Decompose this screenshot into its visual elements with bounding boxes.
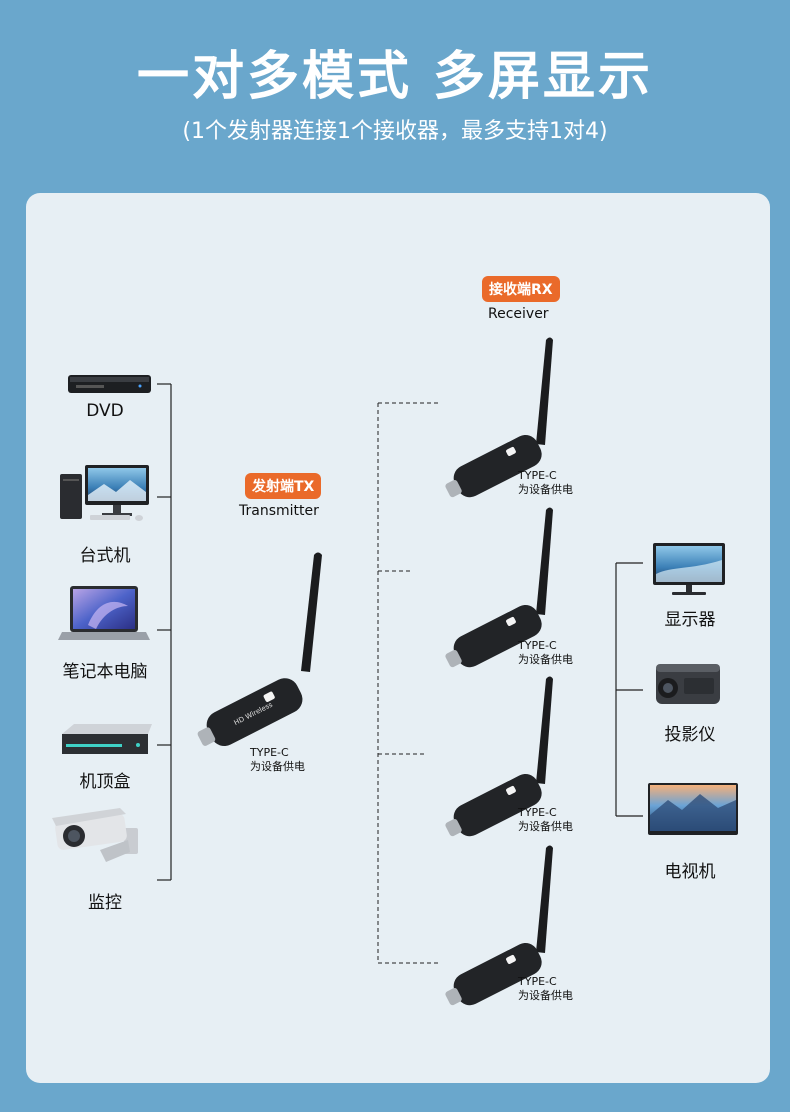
set-top-box-icon — [62, 724, 152, 754]
rx-note-3-line1: TYPE-C — [518, 806, 557, 819]
receiver-device-3 — [445, 676, 553, 837]
transmitter-device: HD Wireless — [197, 552, 322, 747]
rx-note-4-line1: TYPE-C — [518, 975, 557, 988]
page-title: 一对多模式 多屏显示 — [136, 47, 654, 107]
desktop-computer-icon — [60, 465, 149, 521]
source-label-laptop: 笔记本电脑 — [62, 662, 148, 682]
rx-dashed-lines — [377, 402, 441, 964]
source-label-dvd: DVD — [86, 401, 124, 421]
source-label-desktop: 台式机 — [79, 546, 131, 566]
rx-note-4-line2: 为设备供电 — [518, 989, 573, 1002]
rx-note-2-line1: TYPE-C — [518, 639, 557, 652]
display-label-projector: 投影仪 — [664, 725, 716, 745]
rx-note-4: TYPE-C 为设备供电 — [518, 975, 573, 1003]
tx-badge: 发射端TX — [245, 473, 322, 499]
rx-note-1-line2: 为设备供电 — [518, 483, 573, 496]
source-label-cctv: 监控 — [88, 893, 122, 913]
tx-label: Transmitter — [239, 503, 319, 519]
monitor-icon — [653, 543, 725, 595]
display-bracket — [615, 562, 643, 817]
source-label-settop: 机顶盒 — [79, 772, 131, 792]
rx-note-2: TYPE-C 为设备供电 — [518, 639, 573, 667]
projector-icon — [656, 664, 720, 704]
display-label-tv: 电视机 — [664, 862, 716, 882]
tx-note-line1: TYPE-C — [250, 746, 289, 759]
receiver-device-4 — [445, 845, 553, 1006]
rx-note-3: TYPE-C 为设备供电 — [518, 806, 573, 834]
diagram-panel — [26, 193, 770, 1083]
cctv-camera-icon — [52, 808, 138, 862]
receiver-device-1 — [445, 337, 553, 498]
rx-note-1: TYPE-C 为设备供电 — [518, 469, 573, 497]
rx-note-3-line2: 为设备供电 — [518, 820, 573, 833]
tx-note-line2: 为设备供电 — [250, 760, 305, 773]
rx-note-1-line1: TYPE-C — [518, 469, 557, 482]
source-bracket — [157, 383, 172, 881]
page-subtitle: (1个发射器连接1个接收器，最多支持1对4) — [182, 119, 608, 144]
laptop-icon — [58, 586, 150, 640]
dvd-player-icon — [68, 375, 151, 393]
rx-badge: 接收端RX — [482, 276, 560, 302]
tx-note: TYPE-C 为设备供电 — [250, 746, 305, 774]
tv-icon — [648, 783, 738, 835]
rx-note-2-line2: 为设备供电 — [518, 653, 573, 666]
receiver-device-2 — [445, 507, 553, 668]
display-label-monitor: 显示器 — [664, 610, 716, 630]
rx-label: Receiver — [488, 306, 549, 322]
